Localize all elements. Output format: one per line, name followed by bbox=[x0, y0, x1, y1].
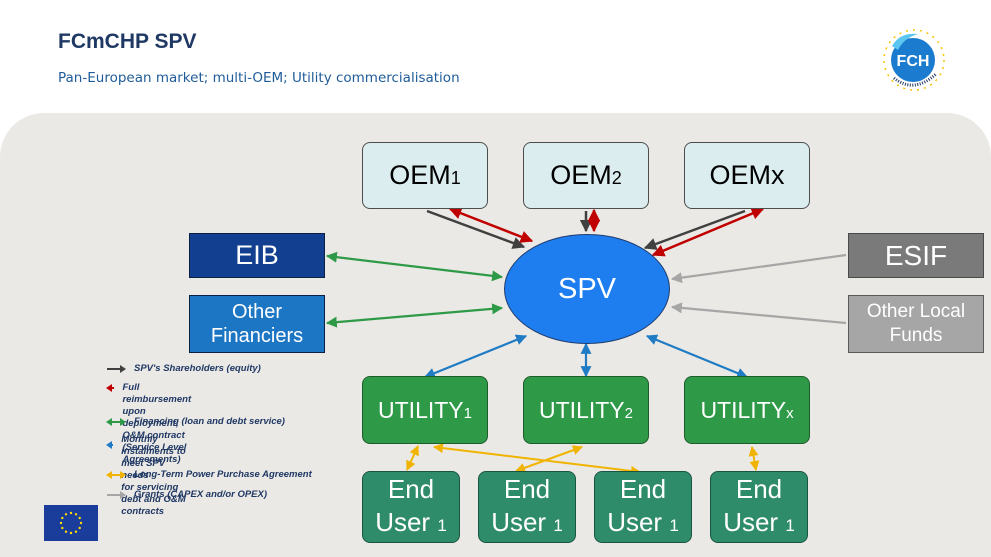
end-user-box: End User 1 bbox=[478, 471, 576, 543]
fch-ju-logo: FCH bbox=[883, 29, 945, 91]
page-title: FCmCHP SPV bbox=[58, 30, 197, 53]
legend-arrow-instalments bbox=[106, 441, 114, 449]
legend-item: Long-Term Power Purchase Agreement bbox=[106, 469, 312, 481]
financing-arrow-other bbox=[325, 303, 504, 328]
end-user-line2: User bbox=[375, 506, 431, 537]
shareholder-arrow-oemx bbox=[643, 209, 746, 250]
end-user-line2: User bbox=[491, 506, 547, 537]
end-user-line2: User bbox=[607, 506, 663, 537]
other-local-funds-line2: Funds bbox=[889, 325, 943, 346]
legend-item: SPV's Shareholders (equity) bbox=[106, 363, 261, 375]
utility-2-sub: 2 bbox=[624, 404, 633, 422]
spv-label: SPV bbox=[557, 272, 617, 305]
oem-x-sub: x bbox=[771, 160, 785, 190]
ppa-arrow-u1-eu1 bbox=[406, 445, 419, 471]
end-user-line1: End bbox=[503, 473, 551, 504]
end-user-sub: 1 bbox=[785, 515, 795, 535]
end-user-line1: End bbox=[735, 473, 783, 504]
legend-item: Full reimbursement upon deployment; O&M … bbox=[106, 382, 203, 466]
logo-disc bbox=[891, 38, 935, 82]
utility-1-sub: 1 bbox=[463, 404, 472, 422]
end-user-line1: End bbox=[387, 473, 435, 504]
ppa-arrow-u1-eu3 bbox=[433, 443, 641, 476]
legend-arrow-shareholders bbox=[107, 365, 126, 373]
other-local-funds-box: Other Local Funds bbox=[848, 295, 984, 353]
other-financiers-box: Other Financiers bbox=[189, 295, 325, 353]
legend-text: Long-Term Power Purchase Agreement bbox=[134, 469, 312, 480]
eu-flag-stars bbox=[59, 511, 83, 535]
eib-box: EIB bbox=[189, 233, 325, 278]
eib-label: EIB bbox=[235, 240, 279, 270]
utility-1-label: UTILITY bbox=[378, 396, 464, 423]
oem-2-label: OEM bbox=[550, 160, 612, 190]
legend-text: SPV's Shareholders (equity) bbox=[134, 363, 261, 374]
end-user-box: End User 1 bbox=[710, 471, 808, 543]
end-user-sub: 1 bbox=[437, 515, 447, 535]
esif-box: ESIF bbox=[848, 233, 984, 278]
end-user-line2: User bbox=[723, 506, 779, 537]
legend-arrow-reimbursement bbox=[106, 384, 115, 392]
utility-2-label: UTILITY bbox=[539, 396, 625, 423]
legend-item: Financing (loan and debt service) bbox=[106, 416, 285, 428]
legend-arrow-financing bbox=[106, 418, 126, 426]
utility-x-sub: x bbox=[786, 404, 794, 422]
reimbursement-arrow-oemx bbox=[651, 207, 765, 257]
grant-arrow-esif bbox=[670, 253, 847, 284]
legend-text: Financing (loan and debt service) bbox=[134, 416, 285, 427]
page-subtitle: Pan-European market; multi-OEM; Utility … bbox=[58, 70, 460, 86]
logo-swoosh bbox=[892, 33, 918, 50]
end-user-box: End User 1 bbox=[594, 471, 692, 543]
ppa-arrow-u2-eu2 bbox=[515, 445, 583, 473]
oem-2-sub: 2 bbox=[611, 168, 622, 188]
header: FCmCHP SPV Pan-European market; multi-OE… bbox=[0, 0, 991, 135]
oem-x-label: OEM bbox=[709, 160, 771, 190]
other-local-funds-line1: Other Local bbox=[866, 301, 966, 322]
logo-star-ring bbox=[883, 29, 945, 91]
esif-label: ESIF bbox=[884, 239, 948, 271]
ppa-arrow-ux-eu4 bbox=[748, 446, 760, 471]
end-user-sub: 1 bbox=[553, 515, 563, 535]
financing-arrow-eib bbox=[325, 251, 504, 282]
oem-1-label: OEM bbox=[389, 160, 451, 190]
grant-arrow-other bbox=[670, 302, 847, 325]
legend-item: Grants (CAPEX and/or OPEX) bbox=[106, 489, 267, 501]
legend-text: Grants (CAPEX and/or OPEX) bbox=[134, 489, 268, 500]
instalment-arrow-utilityx bbox=[645, 334, 749, 379]
legend-arrow-grants bbox=[107, 491, 126, 499]
end-user-line1: End bbox=[619, 473, 667, 504]
legend-text: Monthly instalments to meet SPV needs fo… bbox=[121, 434, 186, 517]
eu-flag-icon bbox=[44, 505, 98, 541]
legend-arrow-ppa bbox=[106, 471, 126, 479]
other-financiers-line1: Other bbox=[231, 301, 283, 323]
legend-text: Full reimbursement upon deployment; O&M … bbox=[122, 382, 192, 465]
end-user-sub: 1 bbox=[669, 515, 679, 535]
reimbursement-arrow-oem1 bbox=[448, 207, 534, 243]
shareholder-arrow-oem1 bbox=[426, 209, 526, 249]
utility-x-label: UTILITY bbox=[700, 396, 787, 423]
logo-text: FCH bbox=[897, 53, 930, 70]
legend-item: Monthly instalments to meet SPV needs fo… bbox=[106, 434, 187, 518]
end-user-box: End User 1 bbox=[362, 471, 460, 543]
oem-1-sub: 1 bbox=[450, 168, 461, 188]
instalment-arrow-utility1 bbox=[423, 334, 528, 379]
other-financiers-line2: Financiers bbox=[210, 325, 304, 347]
spv-ellipse: SPV bbox=[504, 234, 670, 344]
